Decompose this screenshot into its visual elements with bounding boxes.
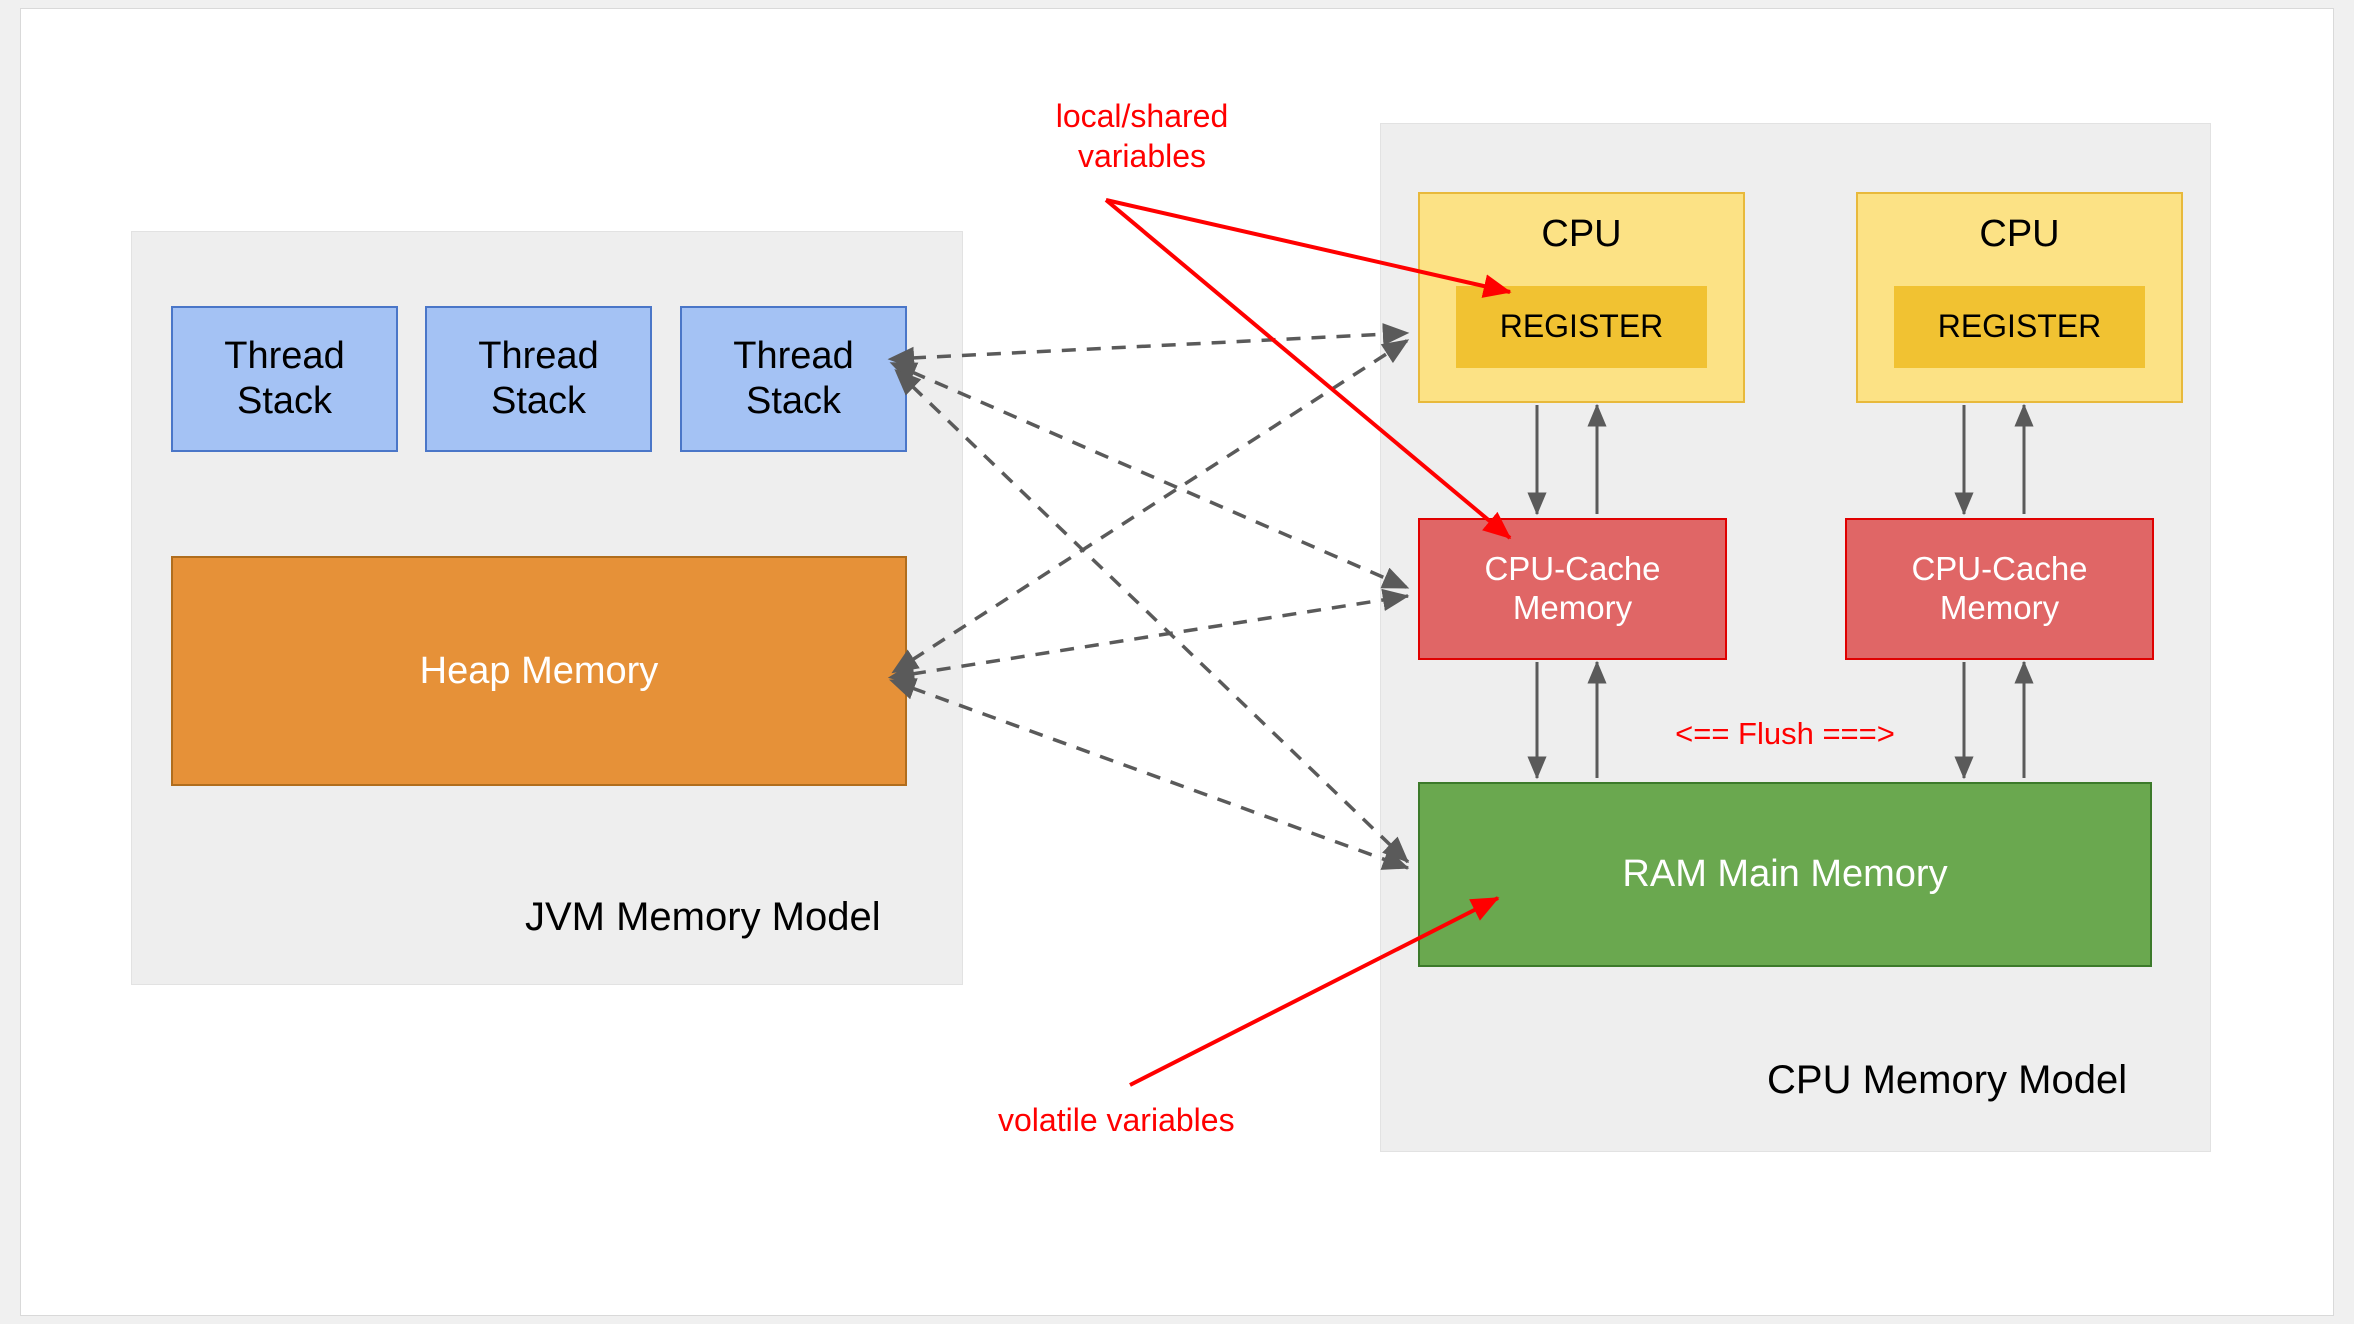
annotation-volatile-variables: volatile variables <box>998 1102 1235 1138</box>
thread-stack-box-3[interactable]: Thread Stack <box>680 306 907 452</box>
cpu-label-1: CPU <box>1541 213 1622 255</box>
register-box-2[interactable]: REGISTER <box>1894 286 2145 368</box>
jvm-memory-model-title: JVM Memory Model <box>525 895 881 939</box>
cpu-label-2: CPU <box>1979 213 2060 255</box>
cpu-memory-model-title: CPU Memory Model <box>1767 1058 2128 1102</box>
heap-memory-box[interactable]: Heap Memory <box>171 556 907 786</box>
thread-stack-box-2[interactable]: Thread Stack <box>425 306 652 452</box>
annotation-local-shared-variables: local/shared variables <box>1055 98 1229 174</box>
cpu-cache-memory-box-1[interactable]: CPU-Cache Memory <box>1418 518 1727 660</box>
thread-stack-box-1[interactable]: Thread Stack <box>171 306 398 452</box>
cpu-box-1[interactable]: CPU REGISTER <box>1418 192 1745 403</box>
cpu-cache-memory-box-2[interactable]: CPU-Cache Memory <box>1845 518 2154 660</box>
cpu-box-2[interactable]: CPU REGISTER <box>1856 192 2183 403</box>
ram-main-memory-box[interactable]: RAM Main Memory <box>1418 782 2152 967</box>
register-box-1[interactable]: REGISTER <box>1456 286 1707 368</box>
annotation-flush: <== Flush ===> <box>1675 716 1895 751</box>
